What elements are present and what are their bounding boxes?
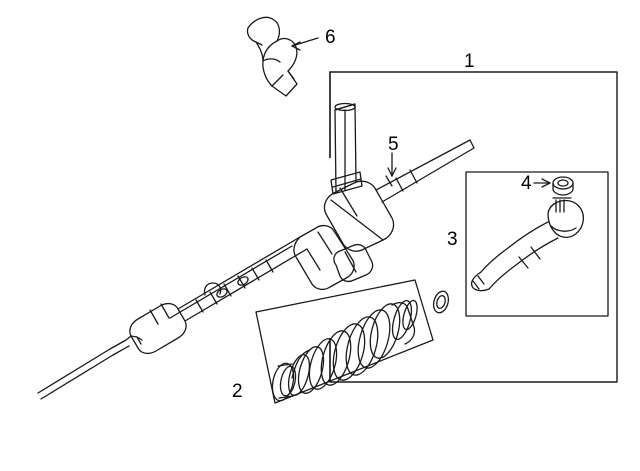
callout-label-4: 4 [521,173,532,194]
callout-label-5: 5 [388,134,399,155]
callout-label-2: 2 [232,381,243,402]
tie-rod-nut-4 [552,176,574,196]
callout-label-1: 1 [464,51,475,72]
bellows-boot-2 [271,290,450,402]
assembly-outline-1 [329,71,618,383]
leader-lines [291,37,551,188]
heat-shield-clamp-6 [246,16,298,97]
steering-rack-assembly [37,102,475,400]
boot-box-2 [255,279,434,404]
callout-label-3: 3 [447,229,458,250]
tie-rod-box-3 [465,171,609,317]
callout-label-6: 6 [325,27,336,48]
outer-tie-rod-end-3 [470,197,585,292]
inner-tie-rod-5 [385,175,393,187]
